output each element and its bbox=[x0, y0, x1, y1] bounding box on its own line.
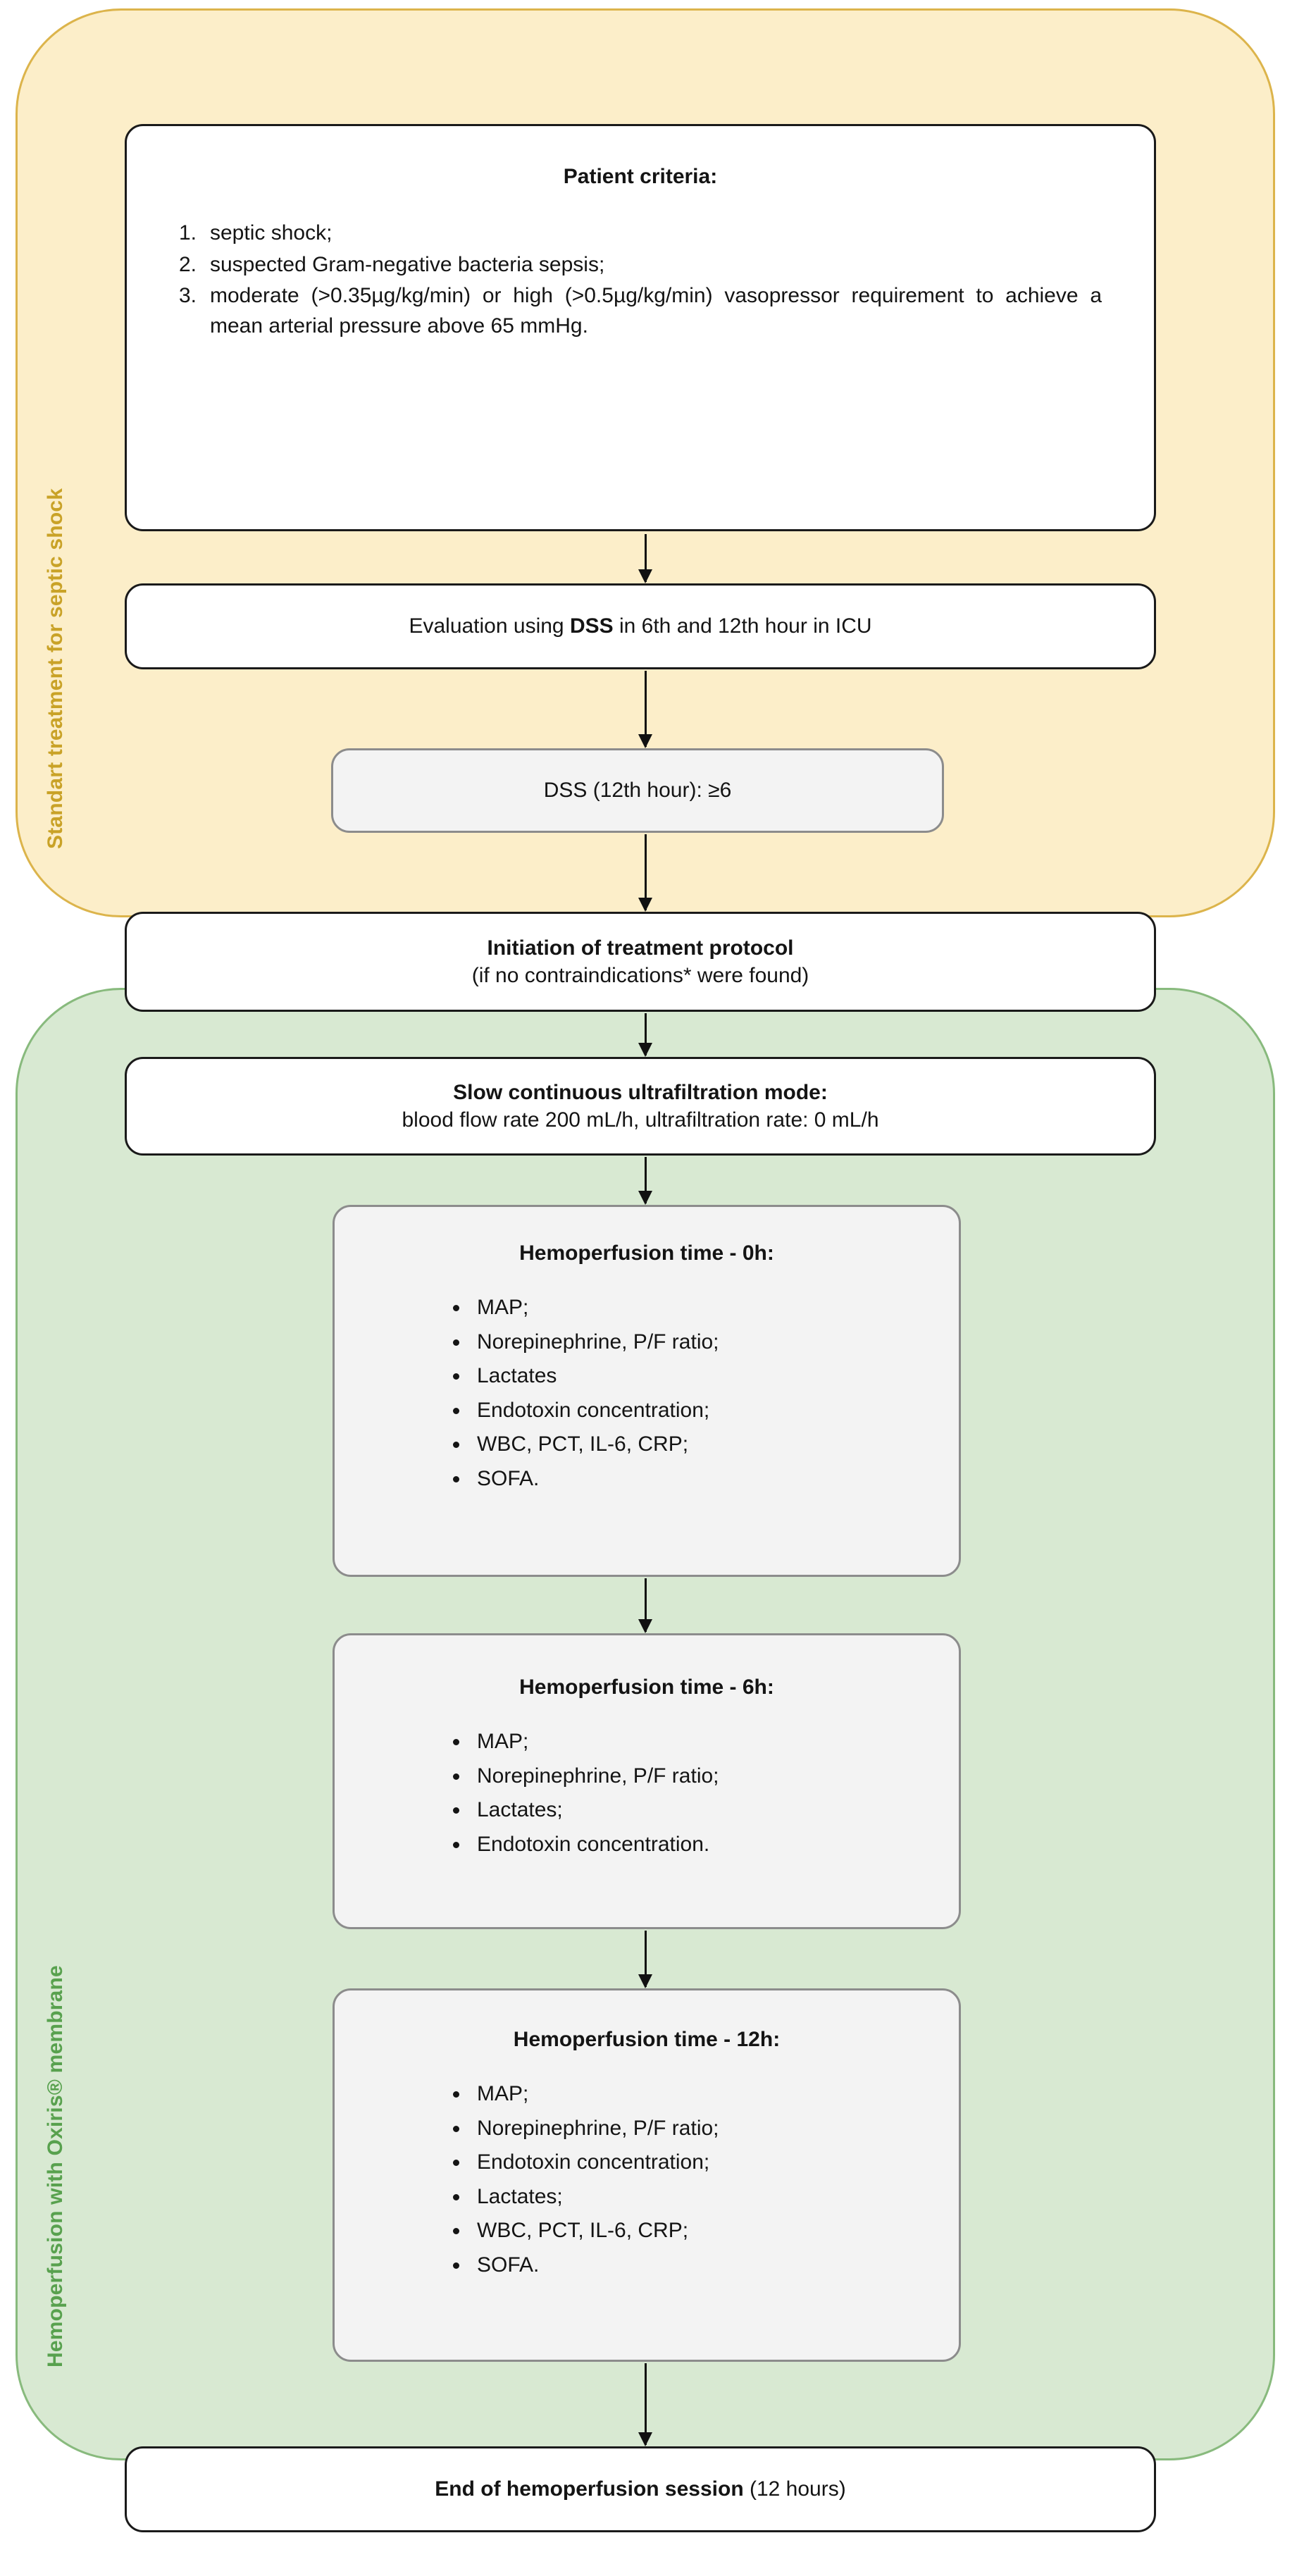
list-item: MAP; bbox=[453, 2077, 719, 2112]
scuf-subtitle: blood flow rate 200 mL/h, ultrafiltratio… bbox=[402, 1108, 879, 1132]
phase-label-hemoperfusion: Hemoperfusion with Oxiris® membrane bbox=[44, 1965, 67, 2367]
list-item: WBC, PCT, IL-6, CRP; bbox=[453, 2214, 719, 2248]
criteria-number: 2. bbox=[179, 252, 197, 276]
dss-score-text: DSS (12th hour): ≥6 bbox=[543, 778, 732, 802]
criteria-number: 1. bbox=[179, 221, 197, 244]
hemoperfusion-6h-list: MAP; Norepinephrine, P/F ratio; Lactates… bbox=[335, 1725, 719, 1862]
list-item: SOFA. bbox=[453, 1462, 719, 1497]
list-item: Lactates; bbox=[453, 1793, 719, 1828]
initiation-title: Initiation of treatment protocol bbox=[487, 936, 794, 960]
session-end-bold: End of hemoperfusion session bbox=[435, 2477, 744, 2501]
hemoperfusion-12h-list: MAP; Norepinephrine, P/F ratio; Endotoxi… bbox=[335, 2077, 719, 2283]
node-patient-criteria: Patient criteria: 1. septic shock; 2. su… bbox=[125, 124, 1156, 531]
arrow-hemoperfusion-0h-to-6h bbox=[638, 1578, 652, 1633]
arrow-hemoperfusion-12h-to-end bbox=[638, 2363, 652, 2446]
node-session-end: End of hemoperfusion session (12 hours) bbox=[125, 2446, 1156, 2532]
hemoperfusion-0h-list: MAP; Norepinephrine, P/F ratio; Lactates… bbox=[335, 1291, 719, 1497]
initiation-subtitle: (if no contraindications* were found) bbox=[471, 964, 809, 987]
list-item: Lactates bbox=[453, 1359, 719, 1394]
evaluation-suffix: in 6th and 12th hour in ICU bbox=[613, 614, 872, 638]
phase-label-standard-treatment: Standart treatment for septic shock bbox=[44, 488, 67, 849]
list-item: WBC, PCT, IL-6, CRP; bbox=[453, 1428, 719, 1462]
hemoperfusion-0h-title: Hemoperfusion time - 0h: bbox=[519, 1241, 774, 1265]
list-item: Endotoxin concentration; bbox=[453, 2145, 719, 2180]
evaluation-dss-text: Evaluation using DSS in 6th and 12th hou… bbox=[409, 612, 871, 641]
criteria-text: septic shock; bbox=[210, 221, 333, 244]
node-hemoperfusion-12h: Hemoperfusion time - 12h: MAP; Norepinep… bbox=[333, 1988, 961, 2362]
arrow-dss-score-to-initiation bbox=[638, 834, 652, 912]
evaluation-bold-dss: DSS bbox=[569, 614, 614, 638]
list-item: Norepinephrine, P/F ratio; bbox=[453, 2112, 719, 2146]
node-hemoperfusion-0h: Hemoperfusion time - 0h: MAP; Norepineph… bbox=[333, 1205, 961, 1577]
criteria-item: 3. moderate (>0.35µg/kg/min) or high (>0… bbox=[179, 281, 1102, 341]
criteria-item: 1. septic shock; bbox=[179, 218, 1102, 249]
criteria-item: 2. suspected Gram-negative bacteria seps… bbox=[179, 250, 1102, 280]
patient-criteria-title: Patient criteria: bbox=[563, 165, 718, 188]
list-item: Norepinephrine, P/F ratio; bbox=[453, 1759, 719, 1794]
list-item: SOFA. bbox=[453, 2248, 719, 2283]
arrow-criteria-to-evaluation bbox=[638, 534, 652, 583]
list-item: Lactates; bbox=[453, 2180, 719, 2215]
evaluation-prefix: Evaluation using bbox=[409, 614, 570, 638]
arrow-initiation-to-scuf bbox=[638, 1013, 652, 1057]
criteria-text: moderate (>0.35µg/kg/min) or high (>0.5µ… bbox=[210, 284, 1102, 338]
criteria-number: 3. bbox=[179, 284, 197, 308]
arrow-hemoperfusion-6h-to-12h bbox=[638, 1931, 652, 1988]
node-initiation-protocol: Initiation of treatment protocol (if no … bbox=[125, 912, 1156, 1012]
scuf-title: Slow continuous ultrafiltration mode: bbox=[453, 1081, 828, 1104]
node-hemoperfusion-6h: Hemoperfusion time - 6h: MAP; Norepineph… bbox=[333, 1633, 961, 1929]
list-item: Endotoxin concentration; bbox=[453, 1394, 719, 1428]
node-dss-score: DSS (12th hour): ≥6 bbox=[331, 748, 944, 833]
hemoperfusion-12h-title: Hemoperfusion time - 12h: bbox=[513, 2028, 781, 2051]
session-end-text: End of hemoperfusion session (12 hours) bbox=[435, 2475, 845, 2504]
list-item: Norepinephrine, P/F ratio; bbox=[453, 1325, 719, 1360]
criteria-text: suspected Gram-negative bacteria sepsis; bbox=[210, 252, 605, 276]
list-item: Endotoxin concentration. bbox=[453, 1828, 719, 1862]
list-item: MAP; bbox=[453, 1725, 719, 1759]
hemoperfusion-6h-title: Hemoperfusion time - 6h: bbox=[519, 1676, 774, 1699]
patient-criteria-list: 1. septic shock; 2. suspected Gram-negat… bbox=[127, 218, 1154, 342]
node-scuf-mode: Slow continuous ultrafiltration mode: bl… bbox=[125, 1057, 1156, 1156]
arrow-evaluation-to-dss-score bbox=[638, 671, 652, 748]
session-end-rest: (12 hours) bbox=[743, 2477, 846, 2501]
arrow-scuf-to-hemoperfusion-0h bbox=[638, 1157, 652, 1205]
node-evaluation-dss: Evaluation using DSS in 6th and 12th hou… bbox=[125, 583, 1156, 669]
list-item: MAP; bbox=[453, 1291, 719, 1325]
